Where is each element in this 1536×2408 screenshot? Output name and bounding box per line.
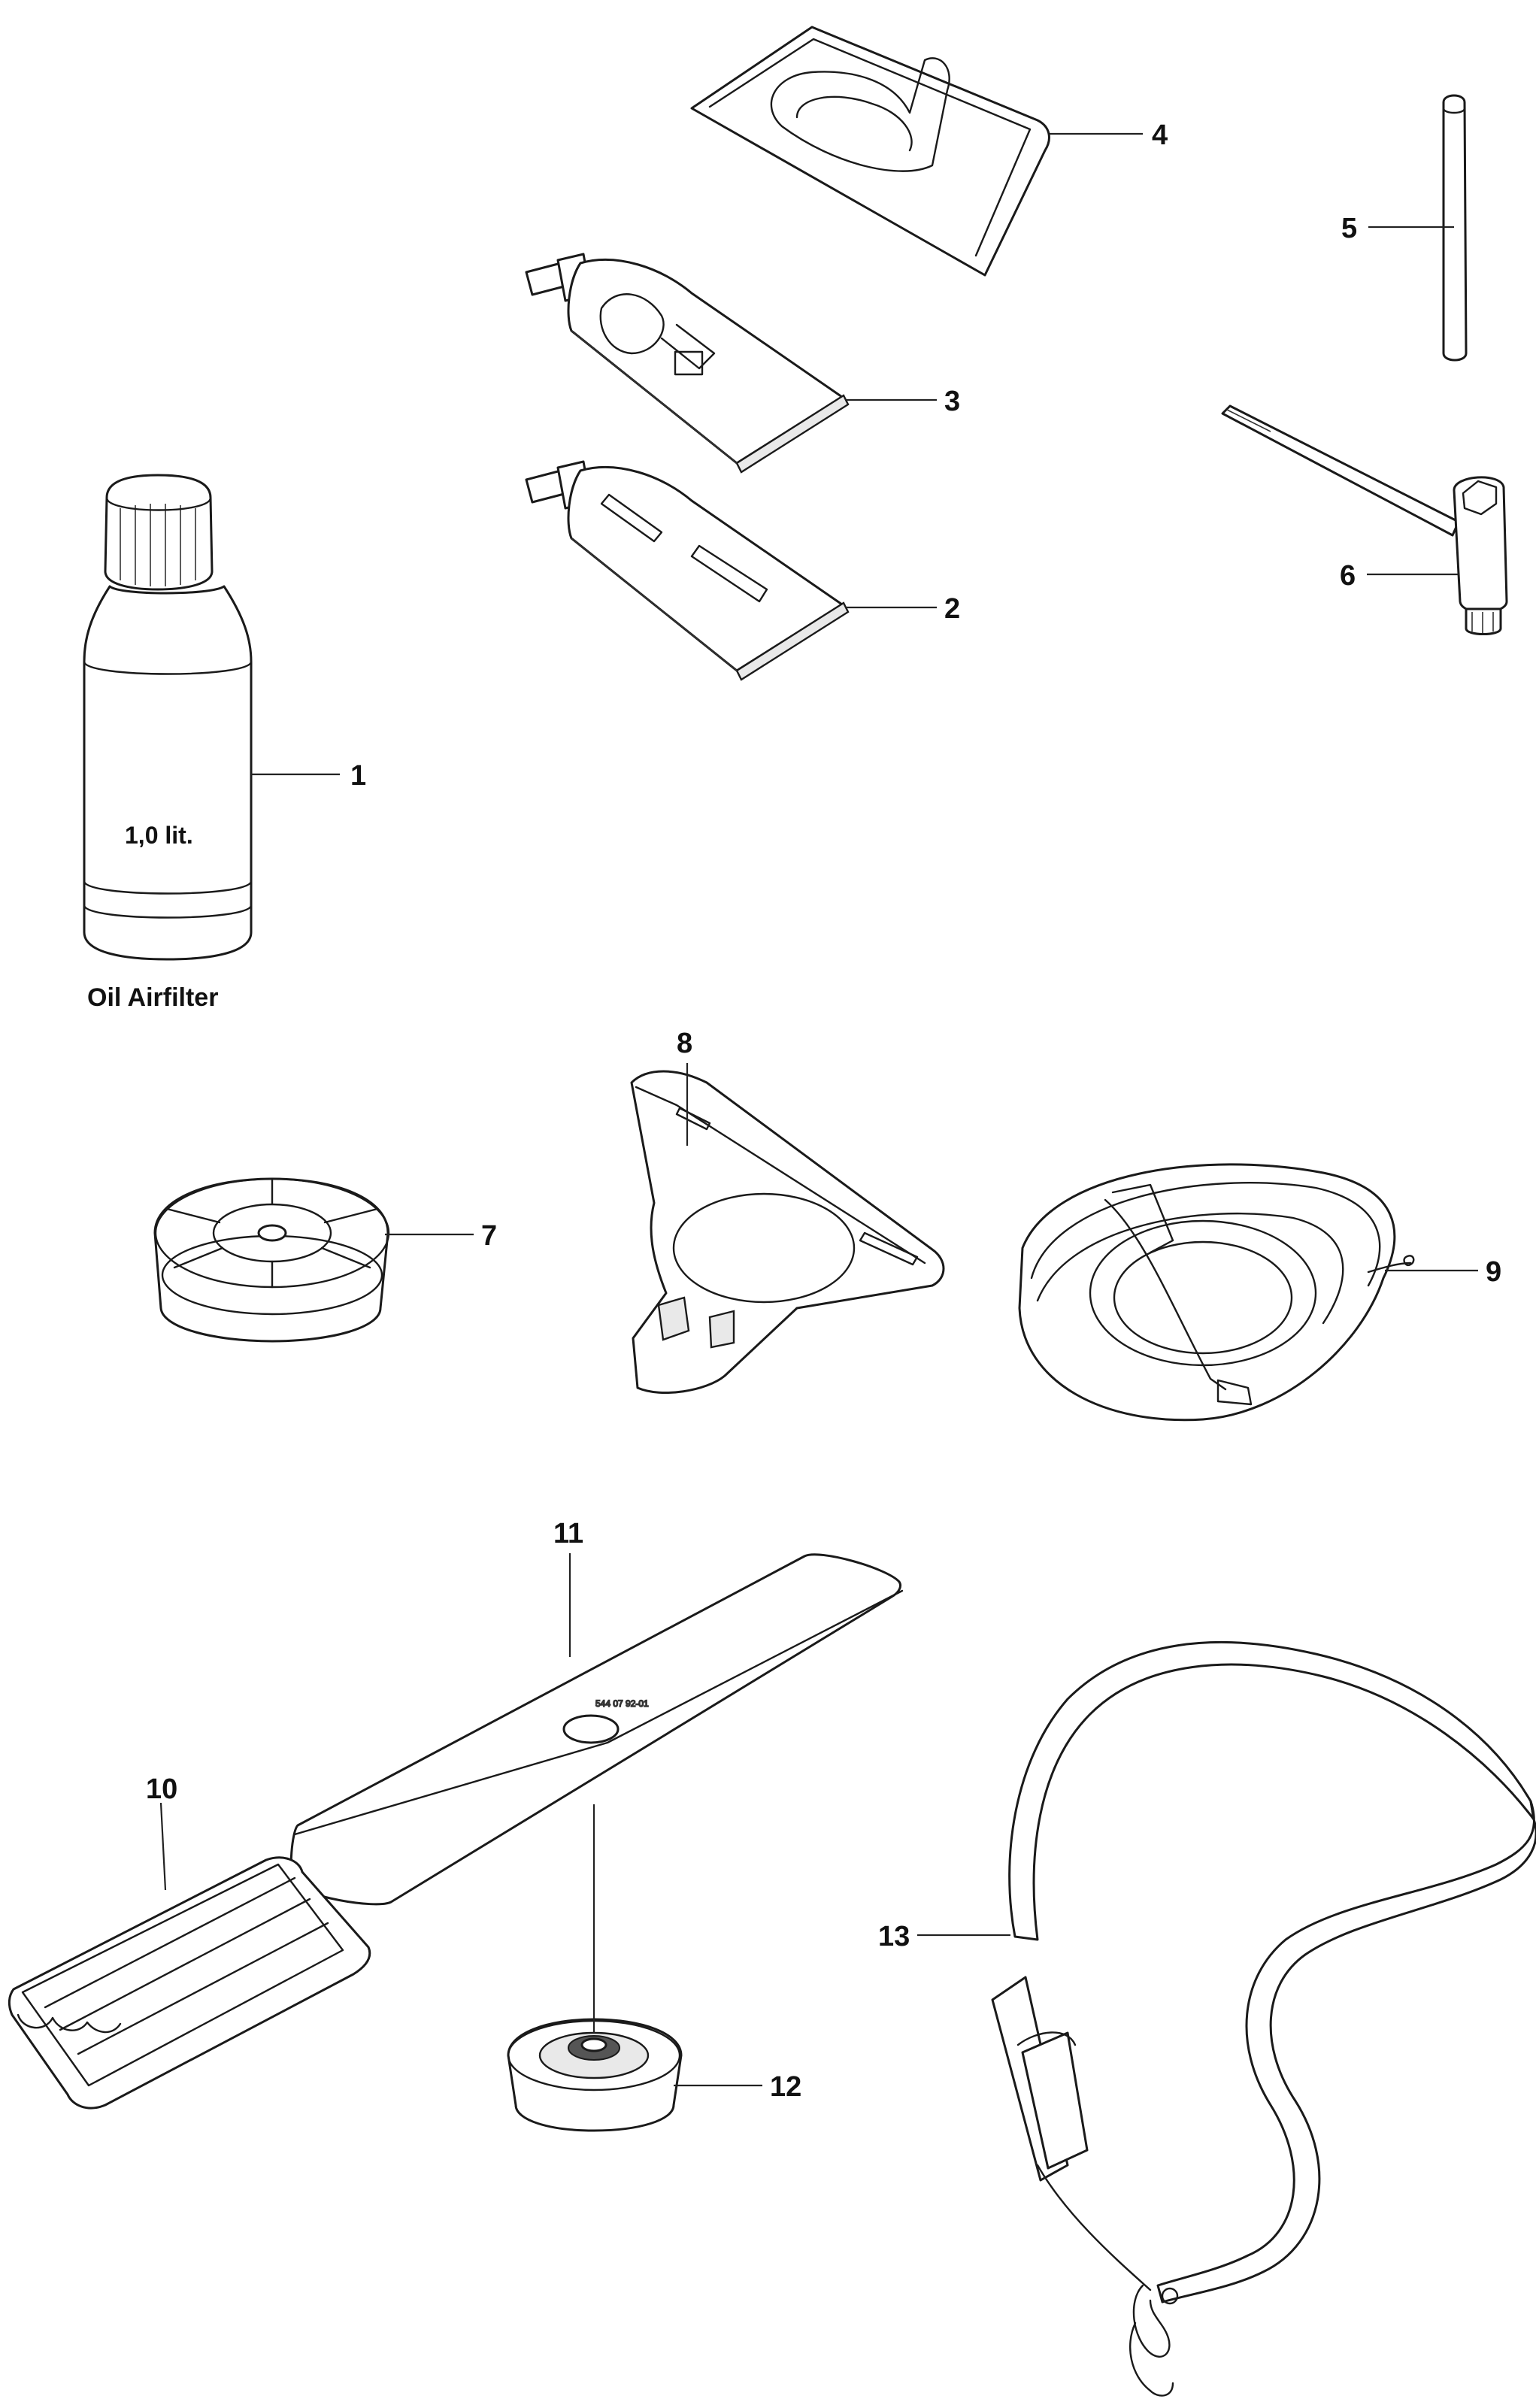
part-8-guard-bracket[interactable]: 8 <box>630 1028 945 1395</box>
part-5-label: 5 <box>1341 213 1357 244</box>
part-1-caption: Oil Airfilter <box>87 983 218 1012</box>
part-7-label: 7 <box>481 1220 497 1252</box>
part-4-label: 4 <box>1152 120 1168 151</box>
part-6-label: 6 <box>1340 560 1356 592</box>
part-9-trimmer-guard[interactable]: 9 <box>1018 1163 1501 1422</box>
part-2-grease-tube[interactable]: 2 <box>525 460 960 681</box>
part-3-label: 3 <box>944 386 960 417</box>
part-12-label: 12 <box>770 2071 801 2103</box>
part-3-grease-tube[interactable]: 3 <box>525 253 960 474</box>
part-11-label: 11 <box>553 1518 583 1549</box>
part-13-harness-strap[interactable]: 13 <box>878 1640 1536 2397</box>
svg-text:544 07 92-01: 544 07 92-01 <box>595 1698 649 1709</box>
part-11-blade[interactable]: 544 07 92-01 11 <box>289 1518 904 1906</box>
part-5-pin[interactable]: 5 <box>1341 94 1468 362</box>
part-2-label: 2 <box>944 593 960 625</box>
part-1-label: 1 <box>350 760 366 792</box>
part-6-spanner[interactable]: 6 <box>1221 404 1508 635</box>
part-9-label: 9 <box>1486 1256 1501 1288</box>
part-12-support-flange[interactable]: 12 <box>507 1804 801 2132</box>
part-10-label: 10 <box>146 1773 177 1805</box>
part-7-support-cup[interactable]: 7 <box>153 1177 497 1343</box>
part-1-oil-bottle[interactable]: 1,0 lit. 1 Oil Airfilter <box>83 474 366 1012</box>
part-1-volume-label: 1,0 lit. <box>125 822 193 849</box>
part-4-tool-bag[interactable]: 4 <box>690 26 1168 277</box>
part-10-transport-guard[interactable]: 10 <box>8 1773 371 2110</box>
part-8-label: 8 <box>677 1028 692 1059</box>
part-13-label: 13 <box>878 1921 910 1952</box>
